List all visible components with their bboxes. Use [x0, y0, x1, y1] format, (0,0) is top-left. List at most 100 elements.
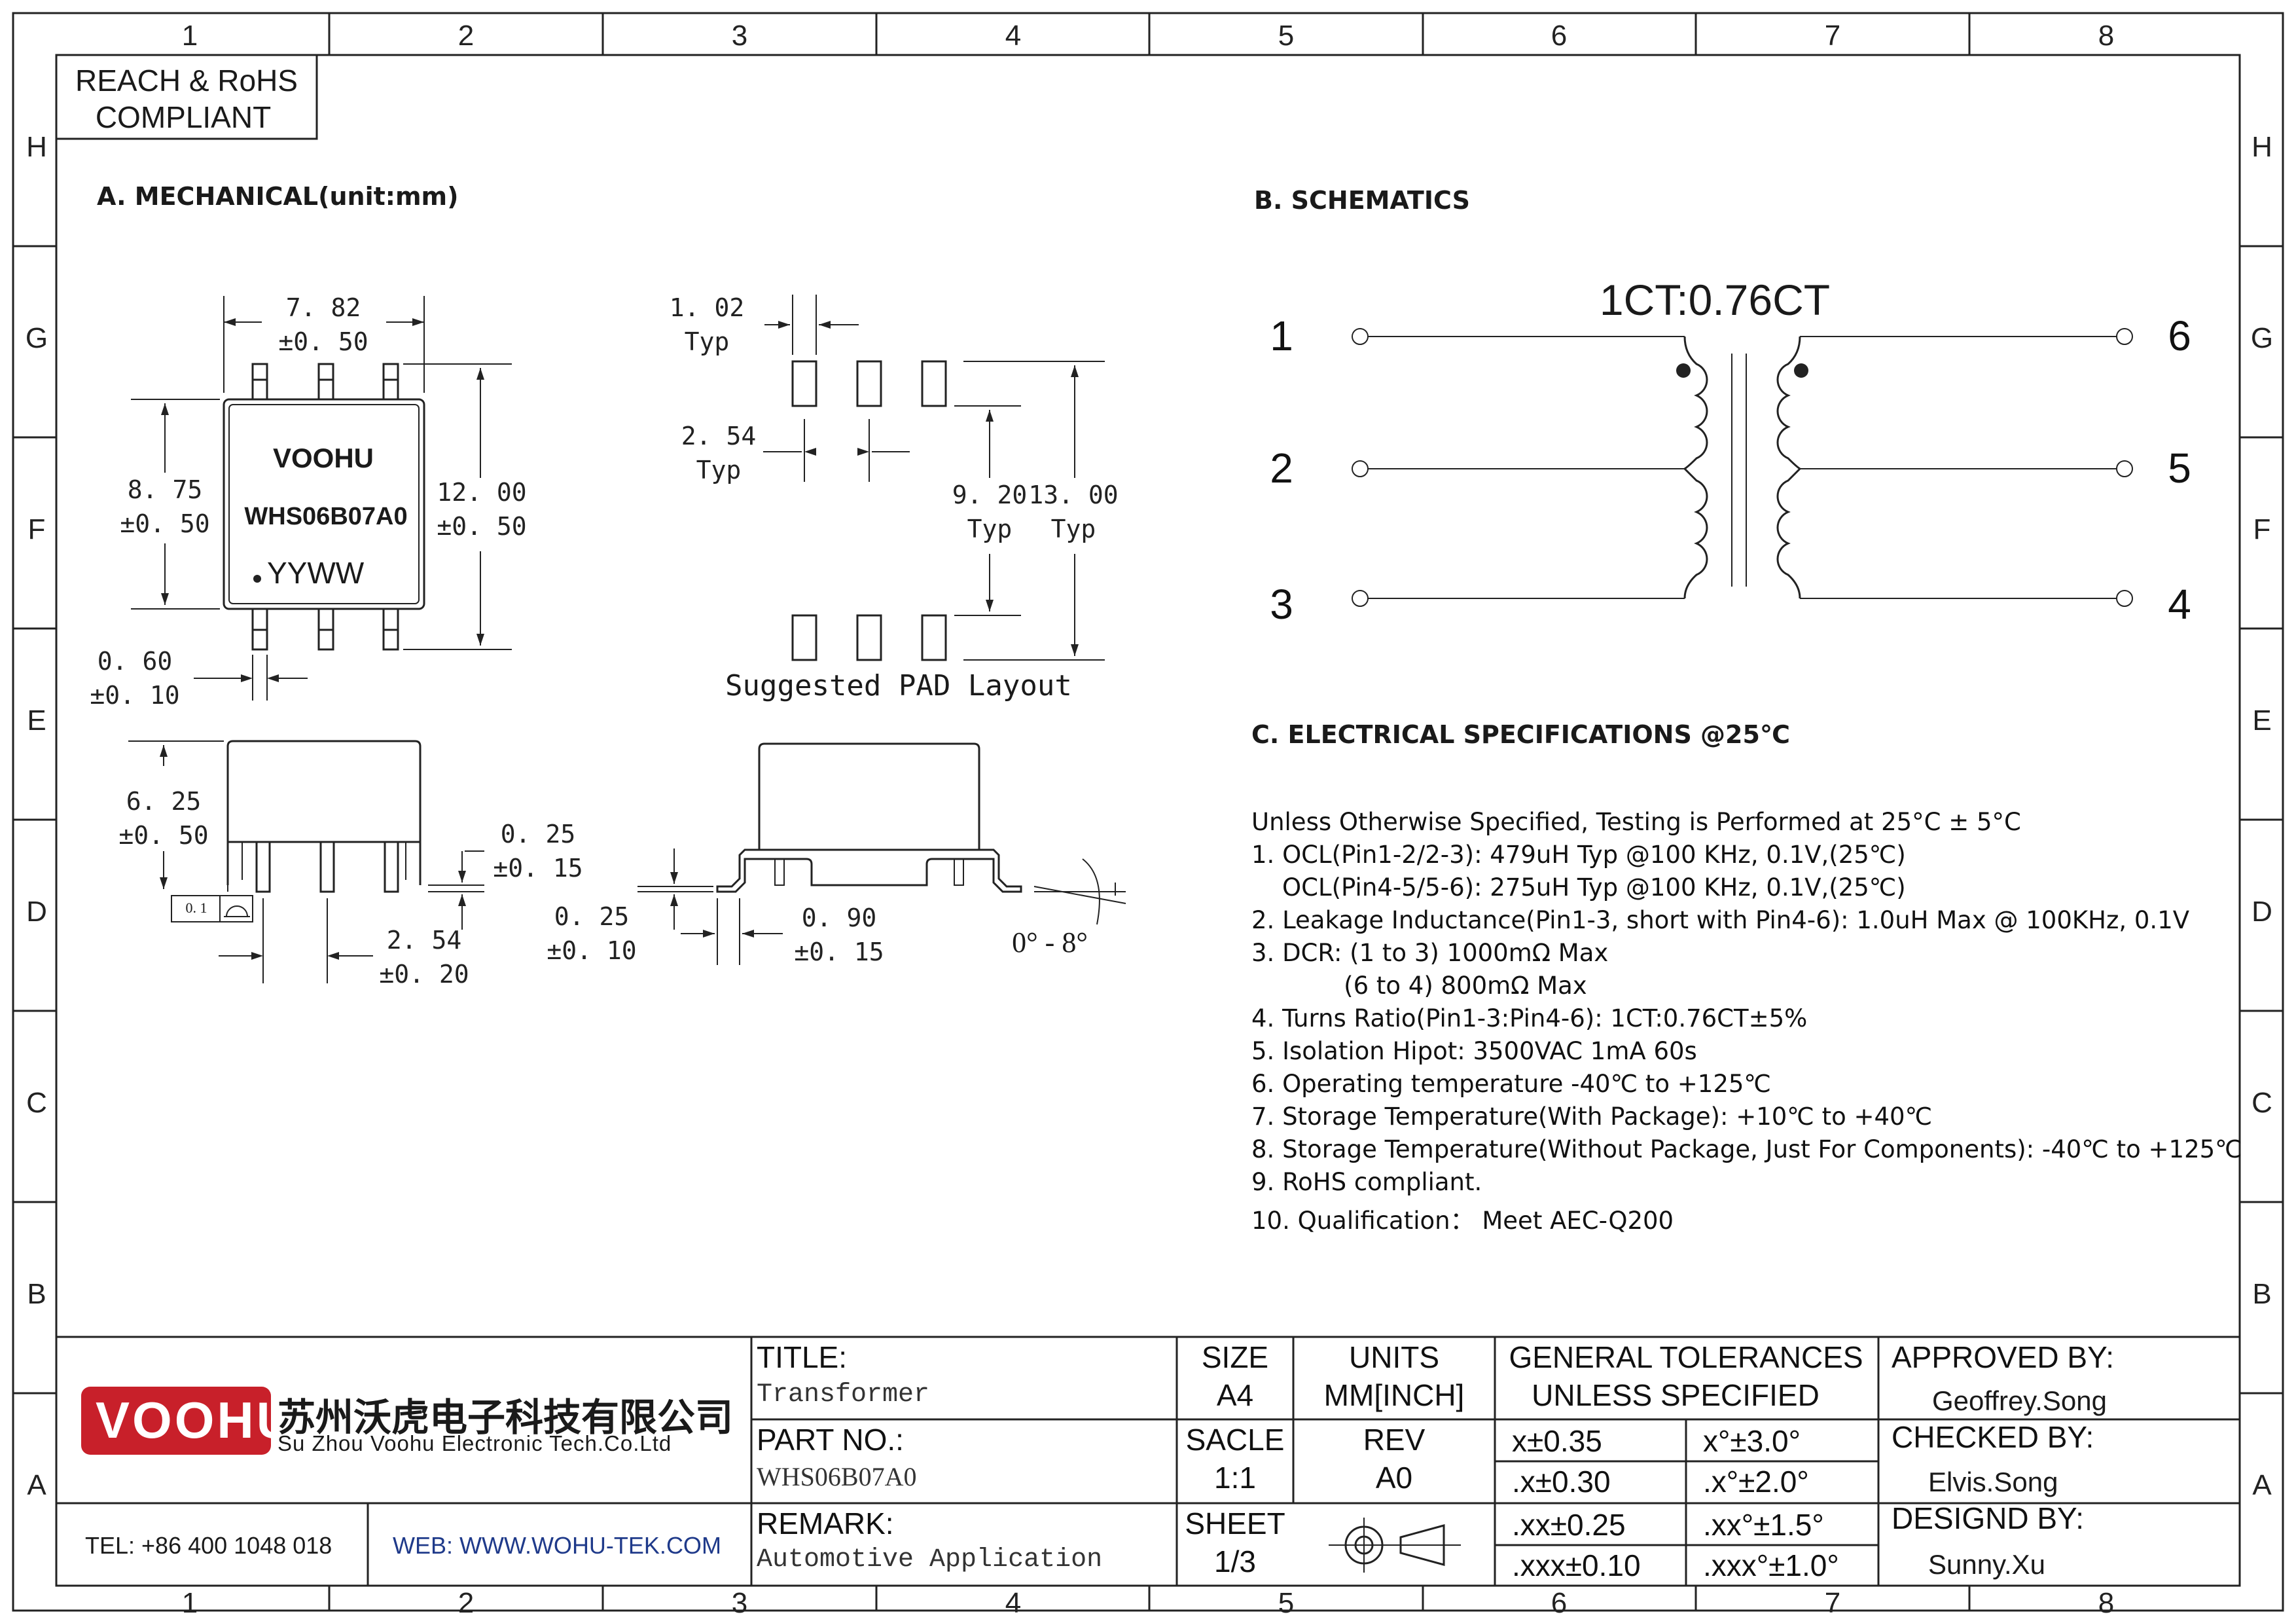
- company-web-link[interactable]: WEB: WWW.WOHU-TEK.COM: [393, 1532, 721, 1559]
- dim-pad-pitch-note: Typ: [696, 456, 742, 484]
- spec-line-9: 7. Storage Temperature(With Package): +1…: [1251, 1103, 1933, 1131]
- title-block-frame: [56, 1336, 2240, 1586]
- tolerance-title-1: GENERAL TOLERANCES: [1509, 1340, 1863, 1374]
- grid-col-4-bottom: 4: [1005, 1587, 1022, 1619]
- logo-wordmark: VOOHU: [96, 1391, 296, 1449]
- pin-2-label: 2: [1270, 445, 1293, 492]
- dim-pad-outer-note: Typ: [1050, 515, 1096, 543]
- tolerance-angle-3: .xxx°±1.0°: [1703, 1548, 1839, 1582]
- grid-col-6-bottom: 6: [1551, 1587, 1568, 1619]
- spec-line-1: 1. OCL(Pin1-2/2-3): 479uH Typ @100 KHz, …: [1251, 841, 1906, 869]
- compliance-line-1: REACH & RoHS: [75, 64, 298, 98]
- body-part-label: WHS06B07A0: [244, 503, 408, 530]
- grid-col-1-top: 1: [181, 20, 198, 52]
- dim-lead-thickness: 0. 25: [554, 902, 630, 931]
- dim-standoff: 0. 25: [500, 820, 576, 848]
- dim-body-height: 8. 75: [127, 475, 203, 504]
- company-name-cn: 苏州沃虎电子科技有限公司: [278, 1395, 734, 1440]
- company-tel: TEL: +86 400 1048 018: [85, 1532, 332, 1559]
- body-brand-label: VOOHU: [272, 443, 374, 473]
- part-label: PART NO.:: [757, 1423, 904, 1457]
- grid-col-8-top: 8: [2098, 20, 2115, 52]
- logo-badge: [81, 1387, 271, 1455]
- spec-line-5: (6 to 4) 800mΩ Max: [1251, 972, 1587, 1000]
- dim-side-height-tol: ±0. 50: [118, 821, 209, 850]
- flatness-value: 0. 1: [185, 900, 207, 916]
- dim-total-height: 12. 00: [437, 478, 527, 507]
- dim-side-pitch: 2. 54: [386, 926, 462, 955]
- sheet-label: SHEET: [1185, 1506, 1285, 1541]
- grid-col-5-top: 5: [1278, 20, 1295, 52]
- rev-value: A0: [1375, 1461, 1413, 1495]
- dim-pad-width-note: Typ: [684, 327, 730, 356]
- designed-by-label: DESIGND BY:: [1892, 1501, 2084, 1535]
- grid-col-5-bottom: 5: [1278, 1587, 1295, 1619]
- grid-col-3-bottom: 3: [731, 1587, 748, 1619]
- dim-pad-width: 1. 02: [669, 293, 745, 322]
- tolerance-title-2: UNLESS SPECIFIED: [1532, 1378, 1820, 1412]
- dim-width: 7. 82: [285, 293, 361, 322]
- tolerance-angle-0: x°±3.0°: [1703, 1424, 1801, 1458]
- top-view-drawing: [131, 296, 512, 701]
- title-value: Transformer: [757, 1380, 930, 1410]
- grid-col-7-bottom: 7: [1824, 1587, 1841, 1619]
- dim-lead-width-tol: ±0. 10: [90, 681, 180, 710]
- tolerance-angle-1: .x°±2.0°: [1703, 1465, 1809, 1499]
- electrical-title: C. ELECTRICAL SPECIFICATIONS @25℃: [1251, 720, 1790, 749]
- rev-label: REV: [1363, 1423, 1426, 1457]
- tolerance-linear-0: x±0.35: [1512, 1424, 1602, 1458]
- dim-pad-inner: 9. 20: [952, 481, 1028, 509]
- grid-col-1-bottom: 1: [181, 1587, 198, 1619]
- checked-by-value: Elvis.Song: [1928, 1467, 2058, 1497]
- size-label: SIZE: [1201, 1340, 1269, 1374]
- grid-col-4-top: 4: [1005, 20, 1022, 52]
- dim-pad-outer: 13. 00: [1028, 481, 1119, 509]
- schematics-title: B. SCHEMATICS: [1254, 186, 1470, 215]
- dim-pad-inner-note: Typ: [967, 515, 1013, 543]
- remark-value: Automotive Application: [757, 1545, 1103, 1575]
- dim-foot-length-tol: ±0. 15: [794, 938, 884, 966]
- grid-row-d-left: D: [26, 896, 47, 928]
- pad-layout-drawing: [763, 295, 1105, 661]
- grid-col-2-top: 2: [457, 20, 475, 52]
- grid-row-g-right: G: [2250, 322, 2274, 354]
- spec-line-3: 2. Leakage Inductance(Pin1-3, short with…: [1251, 906, 2190, 934]
- body-datecode-label: YYWW: [267, 556, 365, 590]
- pin-1-label: 1: [1270, 312, 1293, 359]
- grid-col-8-bottom: 8: [2098, 1587, 2115, 1619]
- title-label: TITLE:: [757, 1340, 848, 1374]
- grid-row-f-left: F: [27, 513, 46, 545]
- pin-3-label: 3: [1270, 581, 1293, 628]
- compliance-line-2: COMPLIANT: [95, 100, 272, 134]
- units-value: MM[INCH]: [1323, 1378, 1465, 1412]
- units-label: UNITS: [1349, 1340, 1439, 1374]
- spec-line-8: 6. Operating temperature -40℃ to +125℃: [1251, 1070, 1771, 1098]
- spec-line-0: Unless Otherwise Specified, Testing is P…: [1251, 808, 2021, 836]
- scale-value: 1:1: [1214, 1461, 1256, 1495]
- grid-col-3-top: 3: [731, 20, 748, 52]
- grid-col-6-top: 6: [1551, 20, 1568, 52]
- dim-side-height: 6. 25: [126, 787, 202, 816]
- sheet-value: 1/3: [1214, 1544, 1256, 1578]
- designed-by-value: Sunny.Xu: [1928, 1549, 2046, 1580]
- dim-total-height-tol: ±0. 50: [437, 512, 527, 541]
- company-name-en: Su Zhou Voohu Electronic Tech.Co.Ltd: [278, 1431, 672, 1455]
- spec-line-6: 4. Turns Ratio(Pin1-3:Pin4-6): 1CT:0.76C…: [1251, 1004, 1808, 1032]
- grid-row-a-right: A: [2252, 1469, 2272, 1501]
- transformer-schematic: [1352, 328, 2133, 607]
- spec-line-2: OCL(Pin4-5/5-6): 275uH Typ @100 KHz, 0.1…: [1251, 873, 1906, 902]
- scale-label: SACLE: [1185, 1423, 1285, 1457]
- grid-row-b-left: B: [27, 1278, 46, 1310]
- projection-symbol: [1329, 1518, 1461, 1573]
- dim-foot-length: 0. 90: [801, 903, 877, 932]
- dim-lead-width: 0. 60: [97, 647, 173, 676]
- grid-row-a-left: A: [27, 1469, 46, 1501]
- grid-col-7-top: 7: [1824, 20, 1841, 52]
- dim-lead-thickness-tol: ±0. 10: [547, 936, 637, 965]
- dim-lead-angle: 0° - 8°: [1012, 926, 1088, 958]
- spec-line-4: 3. DCR: (1 to 3) 1000mΩ Max: [1251, 939, 1609, 967]
- tolerance-linear-1: .x±0.30: [1512, 1465, 1611, 1499]
- dim-width-tol: ±0. 50: [278, 327, 368, 356]
- grid-col-2-bottom: 2: [457, 1587, 475, 1619]
- grid-row-h-right: H: [2251, 131, 2272, 163]
